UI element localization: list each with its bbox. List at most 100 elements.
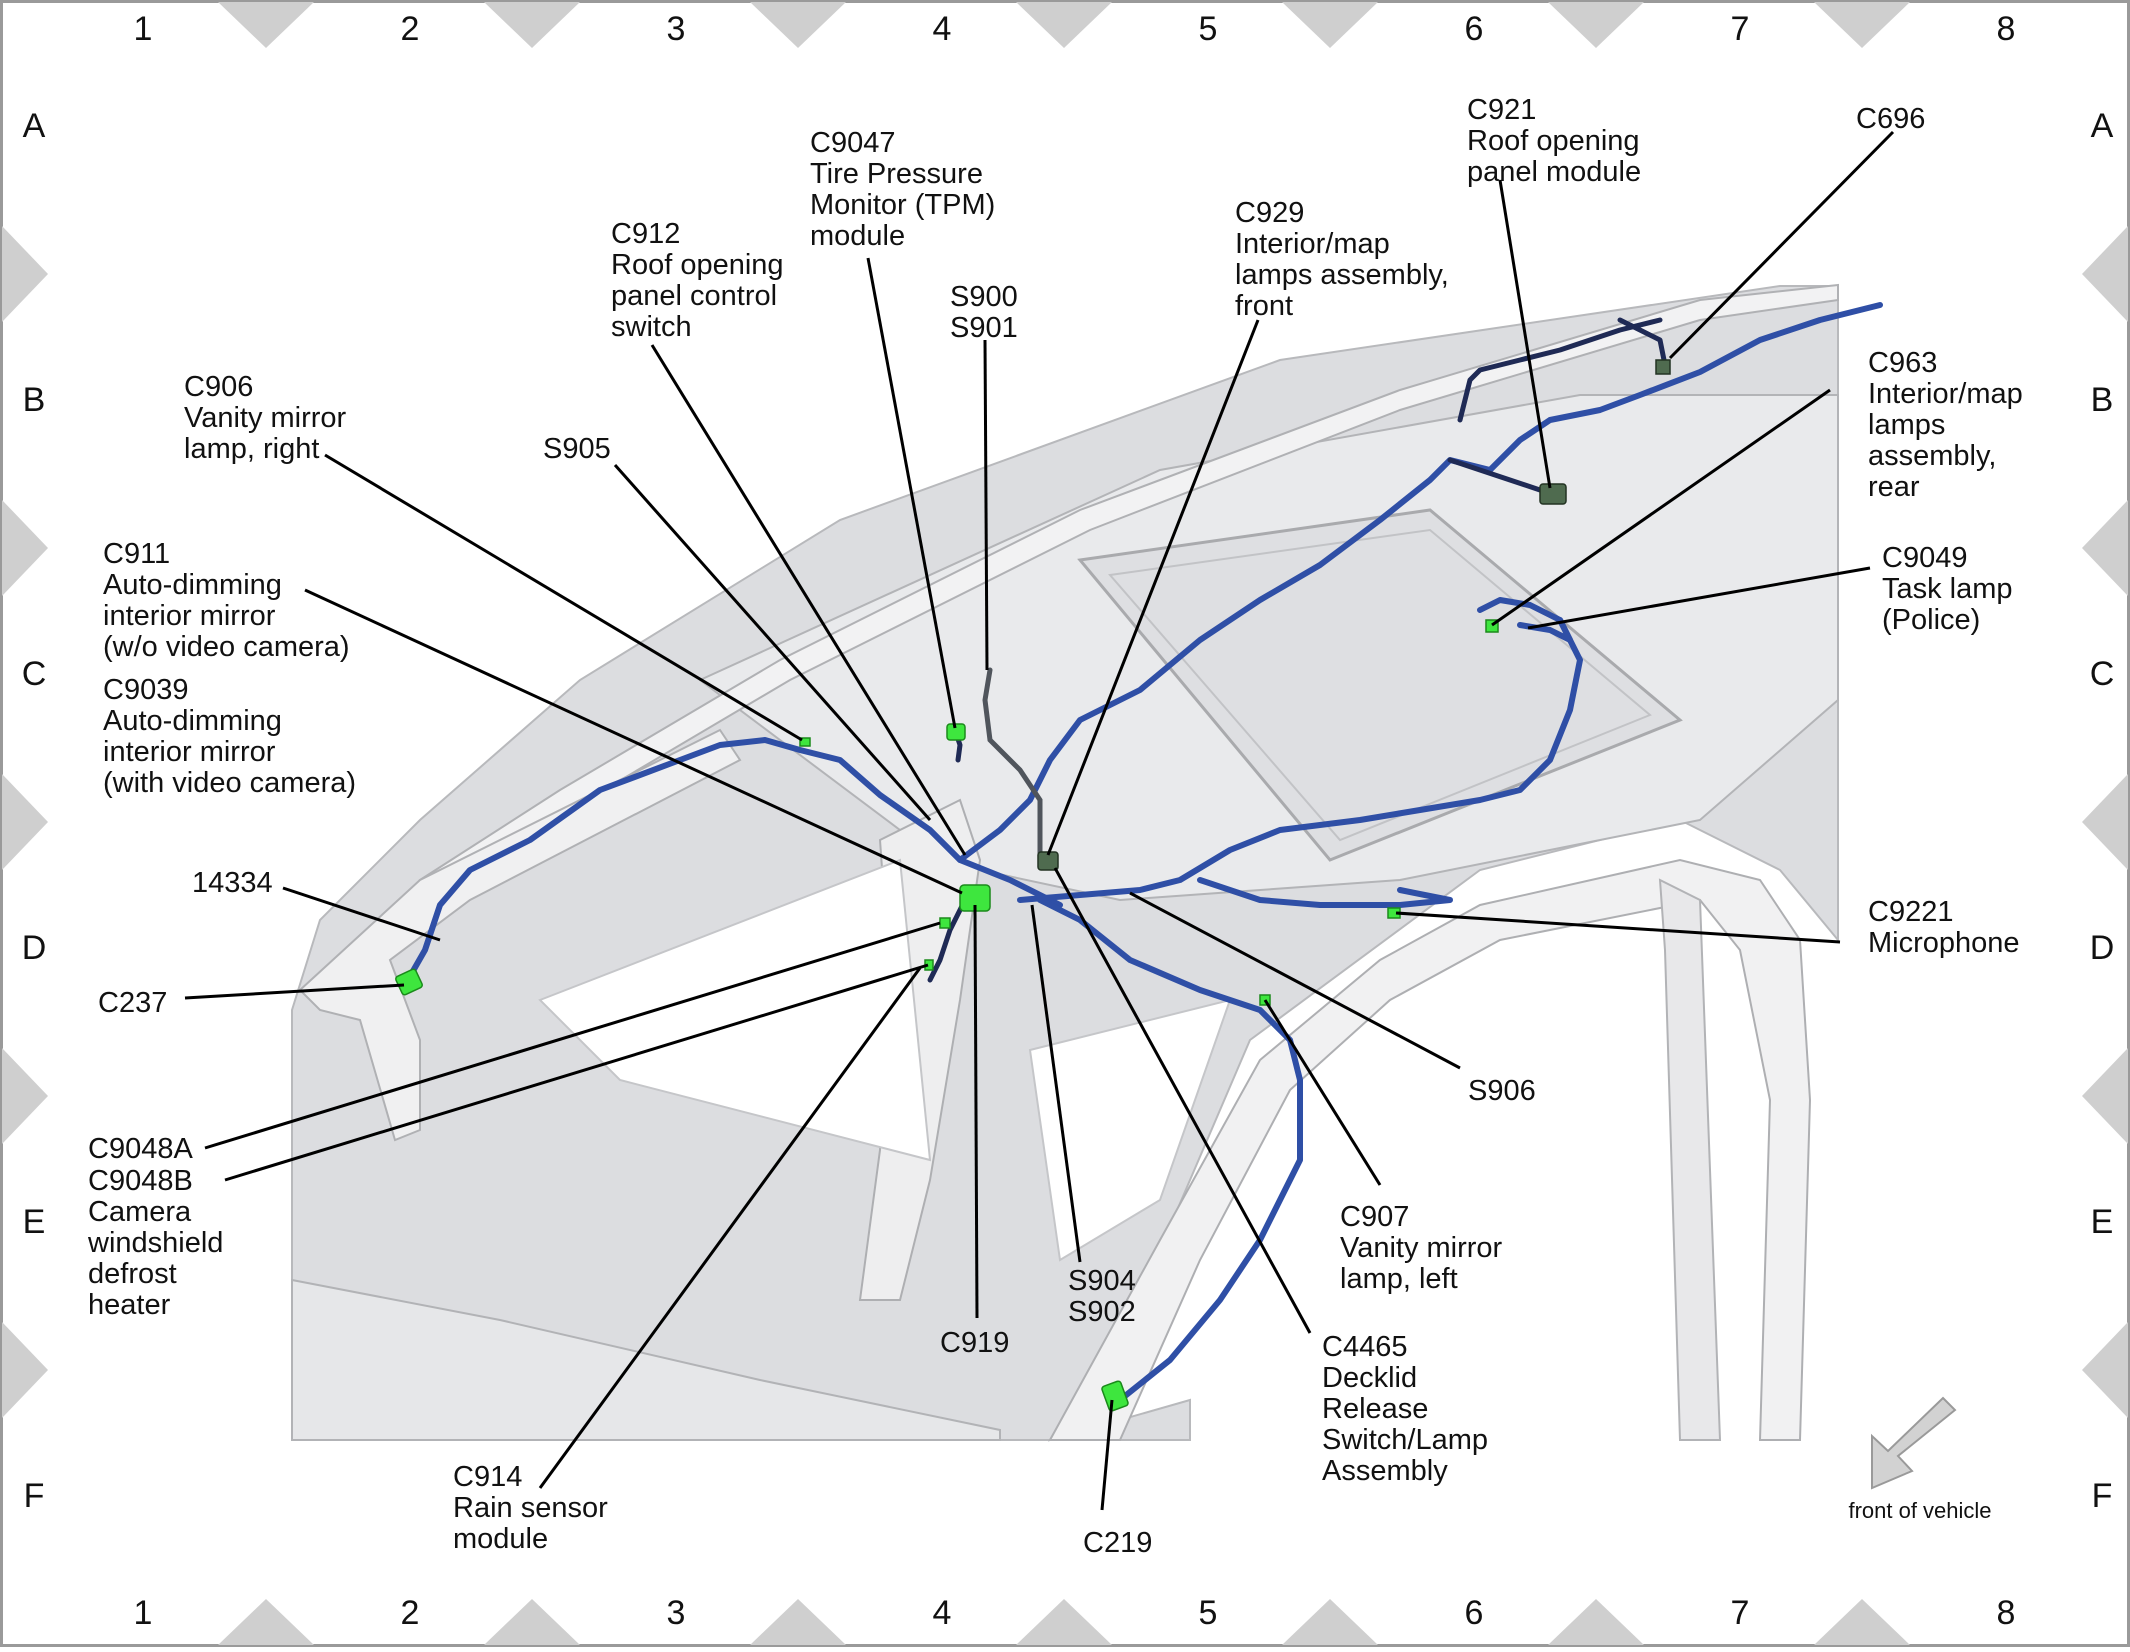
callout-code: C9221 <box>1868 896 1953 928</box>
callout-description-line: Release <box>1322 1393 1428 1425</box>
grid-column-label-bottom: 7 <box>1731 1594 1750 1632</box>
door-opening <box>1028 998 1232 1262</box>
callout-code: S900 <box>950 281 1018 313</box>
frame-divider-left <box>2 1322 48 1418</box>
callout-description-line: Auto-dimming <box>103 569 282 601</box>
leader-s904 <box>1030 904 1082 1263</box>
connector-c906 <box>799 737 811 747</box>
callout-description-line: Auto-dimming <box>103 705 282 737</box>
callout-description-line: S902 <box>1068 1296 1136 1328</box>
grid-row-label-left: C <box>22 655 47 693</box>
callout-description-line: switch <box>611 311 692 343</box>
connector-c696 <box>1655 359 1671 375</box>
connector-c9047 <box>946 723 966 741</box>
callout-description-line: module <box>453 1523 548 1555</box>
grid-row-label-right: E <box>2091 1203 2114 1241</box>
callout-code: C929 <box>1235 197 1304 229</box>
a-pillar-left <box>298 728 742 1142</box>
callout-description-line: heater <box>88 1289 171 1321</box>
frame-divider-bottom <box>1282 1599 1378 1645</box>
callout-c237: C237 <box>98 987 167 1019</box>
callout-code: C9047 <box>810 127 895 159</box>
callout-code: C9049 <box>1882 542 1967 574</box>
frame-divider-top <box>484 2 580 48</box>
callout-description-line: front <box>1235 290 1293 322</box>
callout-code: C912 <box>611 218 680 250</box>
callout-description-line: Interior/map <box>1868 378 2023 410</box>
grid-column-label-bottom: 2 <box>401 1594 420 1632</box>
callout-description-line: Interior/map <box>1235 228 1390 260</box>
callout-code: C4465 <box>1322 1331 1407 1363</box>
frame-divider-right <box>2082 500 2128 596</box>
grid-row-label-left: E <box>23 1203 46 1241</box>
callout-code: 14334 <box>192 867 273 899</box>
callout-s905: S905 <box>543 433 611 465</box>
leader-c911 <box>304 588 963 895</box>
leader-s900 <box>983 339 989 671</box>
leader-c963 <box>1491 388 1831 627</box>
grid-column-label-bottom: 4 <box>933 1594 952 1632</box>
frame-divider-left <box>2 226 48 322</box>
frame-divider-bottom <box>1016 1599 1112 1645</box>
callout-description-line: lamps assembly, <box>1235 259 1449 291</box>
callout-description-line: defrost <box>88 1258 177 1290</box>
grid-row-label-right: F <box>2092 1477 2113 1515</box>
frame-divider-left <box>2 500 48 596</box>
grid-column-label-bottom: 8 <box>1997 1594 2016 1632</box>
frame-divider-bottom <box>750 1599 846 1645</box>
frame-divider-bottom <box>218 1599 314 1645</box>
grid-column-label-top: 8 <box>1997 10 2016 48</box>
grid-row-label-right: D <box>2090 929 2115 967</box>
windshield-opening <box>538 858 932 1162</box>
connector-c219 <box>1101 1380 1129 1412</box>
callout-description-line: Monitor (TPM) <box>810 189 995 221</box>
frame-divider-right <box>2082 1048 2128 1144</box>
callout-description-line: lamps <box>1868 409 1945 441</box>
callout-c696: C696 <box>1856 103 1925 135</box>
frame-divider-right <box>2082 226 2128 322</box>
callout-code: C219 <box>1083 1527 1152 1559</box>
leader-14334 <box>282 886 441 942</box>
wiring-harness <box>402 302 1883 1403</box>
callout-code: C919 <box>940 1327 1009 1359</box>
callout-code: C911 <box>103 538 170 570</box>
connector-c921 <box>1539 483 1567 505</box>
callout-c919: C919 <box>940 1327 1009 1359</box>
frame-divider-top <box>1016 2 1112 48</box>
leader-c919 <box>973 904 979 1319</box>
cowl-panel <box>291 1278 1001 1441</box>
front-arrow-icon <box>1871 1396 1957 1490</box>
orientation-label: front of vehicle <box>1848 1498 1991 1523</box>
frame-divider-left <box>2 1048 48 1144</box>
frame-divider-left <box>2 774 48 870</box>
leader-c237 <box>184 983 405 1000</box>
frame-divider-top <box>750 2 846 48</box>
callout-description-line: Task lamp <box>1882 573 2013 605</box>
callout-description-line: Vanity mirror <box>184 402 347 434</box>
callout-description-line: interior mirror <box>103 600 276 632</box>
leader-s906 <box>1129 891 1461 1070</box>
callout-description-line: Vanity mirror <box>1340 1232 1503 1264</box>
callout-p14334: 14334 <box>192 867 273 899</box>
callout-code: C906 <box>184 371 253 403</box>
callout-c219: C219 <box>1083 1527 1152 1559</box>
connector-c9048a <box>939 917 951 929</box>
leader-c929 <box>1046 319 1260 856</box>
leader-c914 <box>538 967 922 1489</box>
callout-code: C914 <box>453 1461 522 1493</box>
callout-description-line: Microphone <box>1868 927 2020 959</box>
